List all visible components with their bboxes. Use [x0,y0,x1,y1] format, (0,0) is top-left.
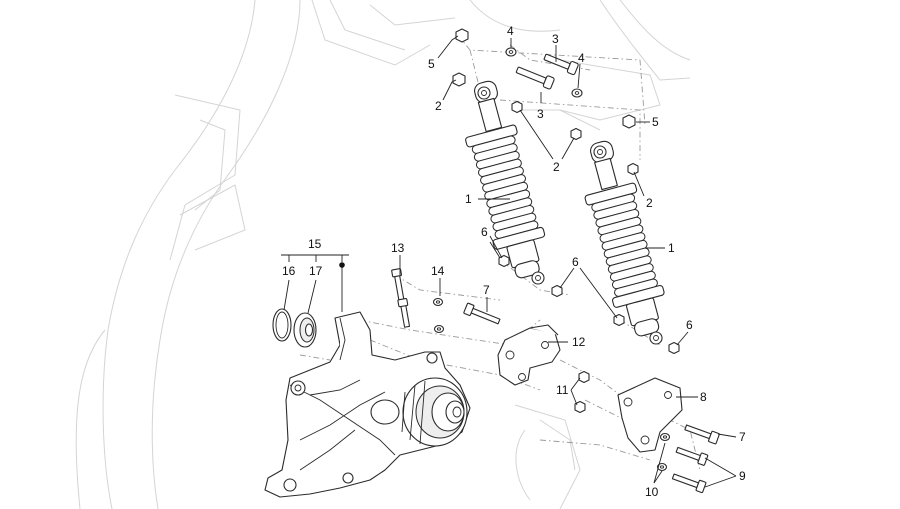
callout-12: 12 [572,335,586,349]
bracket-12 [497,324,561,386]
leader-lines [281,35,737,488]
callout-2-mid: 2 [553,160,560,174]
shock-absorber-left [465,80,546,285]
shock-absorber-right [584,140,665,345]
bracket-8 [617,377,683,453]
callout-7-left: 7 [483,283,490,297]
hardware-middle [391,254,680,414]
callout-13: 13 [391,241,405,255]
callout-11: 11 [556,383,569,397]
callout-6-mid: 6 [572,255,579,269]
callout-1-right: 1 [668,241,675,255]
hardware-top [452,28,639,176]
hardware-bottom [656,424,720,494]
callout-6-right: 6 [686,318,693,332]
callout-2-right: 2 [646,196,653,210]
callout-7-right: 7 [739,430,746,444]
frame-background [75,0,691,509]
callout-5-right: 5 [652,115,659,129]
callout-16: 16 [282,264,296,278]
callout-3-top: 3 [552,32,559,46]
callout-4-right: 4 [578,51,585,65]
callout-17: 17 [309,264,323,278]
callout-2-left: 2 [435,99,442,113]
callout-5-top: 5 [428,57,435,71]
swing-arm-assembly [264,308,471,498]
callout-1-left: 1 [465,192,472,206]
callout-15: 15 [308,237,322,251]
callout-14: 14 [431,264,445,278]
callout-8: 8 [700,390,707,404]
callout-4-top: 4 [507,24,514,38]
callout-10: 10 [645,485,659,499]
callout-3-mid: 3 [537,107,544,121]
callout-dot [339,262,345,268]
callout-labels: 5 4 3 4 2 3 5 2 2 1 6 1 15 16 17 13 14 7… [282,24,746,499]
callout-9: 9 [739,469,746,483]
callout-6-left: 6 [481,225,488,239]
